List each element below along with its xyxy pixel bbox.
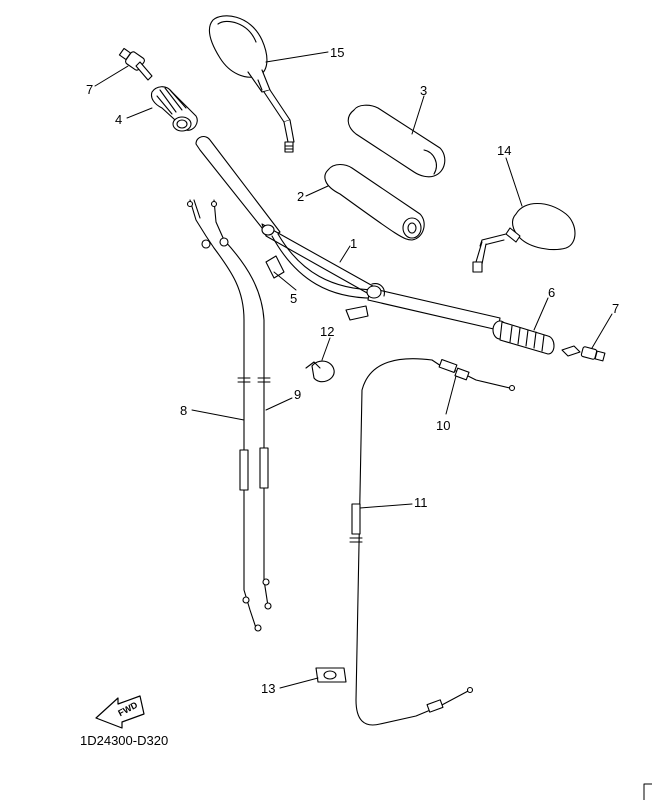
drawing-code: 1D24300-D320 xyxy=(80,733,168,748)
cable-part-9 xyxy=(210,199,272,610)
mirror-left-part xyxy=(208,15,295,153)
grip-left-part xyxy=(150,86,198,132)
cable-part-10 xyxy=(431,358,516,392)
callout-13: 13 xyxy=(261,681,275,696)
callout-4: 4 xyxy=(115,112,122,127)
cable-break-marks xyxy=(237,377,271,383)
callout-9: 9 xyxy=(294,387,301,402)
callout-12: 12 xyxy=(320,324,334,339)
cable-adjuster-right-part xyxy=(561,345,606,362)
clamp-part-13 xyxy=(315,667,347,683)
callout-8: 8 xyxy=(180,403,187,418)
callout-1: 1 xyxy=(350,236,357,251)
pad-part-3 xyxy=(347,104,446,178)
callout-2: 2 xyxy=(297,189,304,204)
callout-10: 10 xyxy=(436,418,450,433)
forward-arrow-icon xyxy=(95,695,145,729)
cable-adjuster-left-part xyxy=(118,47,153,81)
mirror-right-part xyxy=(472,202,576,273)
callout-7-right: 7 xyxy=(612,301,619,316)
grip-right-part xyxy=(492,320,555,355)
callout-3: 3 xyxy=(420,83,427,98)
leader-lines xyxy=(94,51,613,689)
callout-5: 5 xyxy=(290,291,297,306)
cable-part-8 xyxy=(186,199,262,632)
callout-6: 6 xyxy=(548,285,555,300)
handlebar-part xyxy=(195,135,501,331)
callout-15: 15 xyxy=(330,45,344,60)
cable-part-11 xyxy=(349,358,474,726)
pad-part-2 xyxy=(324,163,425,241)
clamp-part-12 xyxy=(305,360,335,383)
callout-14: 14 xyxy=(497,143,511,158)
callout-7-left: 7 xyxy=(86,82,93,97)
callout-11: 11 xyxy=(414,495,428,510)
bracket-part-5 xyxy=(265,255,369,321)
page-corner-mark xyxy=(643,783,652,800)
